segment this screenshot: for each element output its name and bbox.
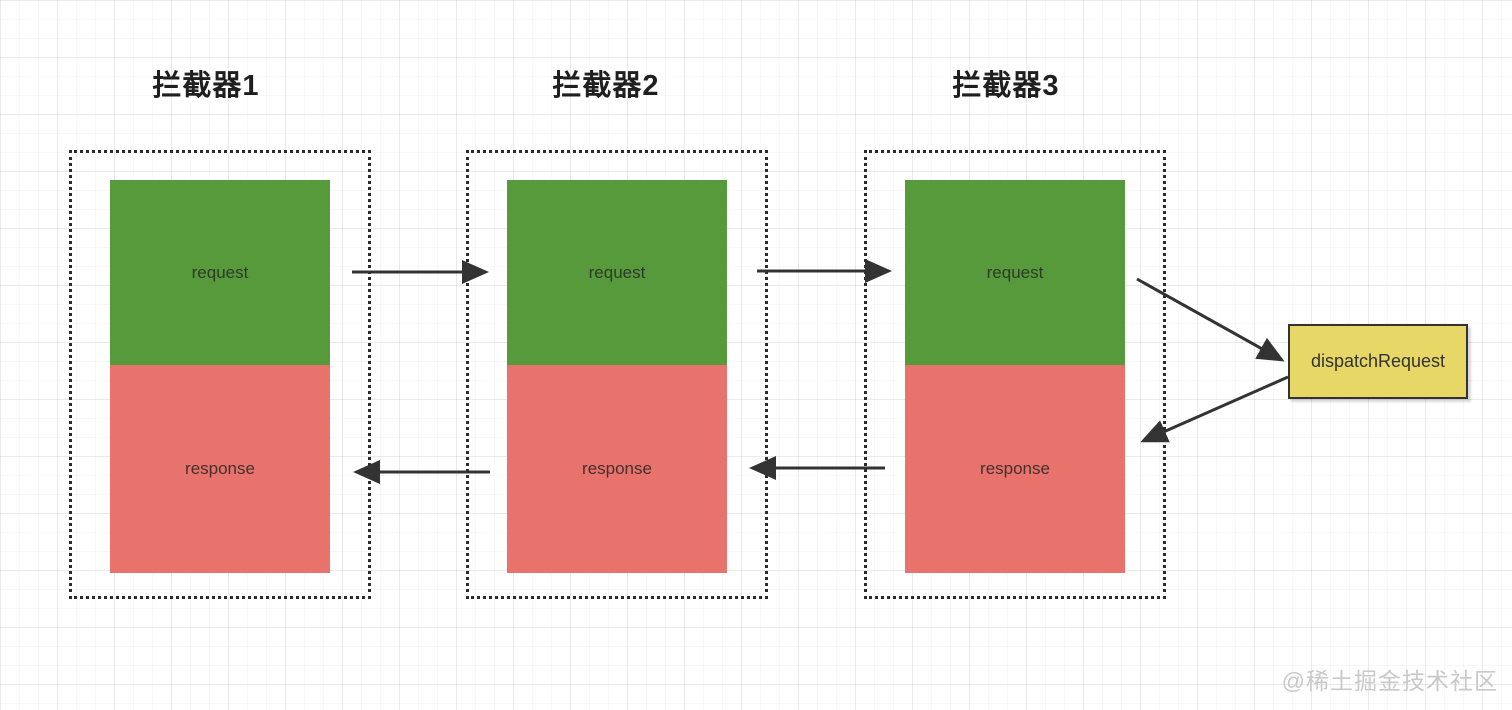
interceptor-1-response-block: response [110,365,330,573]
interceptor-1-request-block: request [110,180,330,365]
watermark: @稀土掘金技术社区 [1281,668,1498,694]
interceptor-3-response-block: response [905,365,1125,573]
interceptor-3-response-label: response [980,459,1050,478]
interceptor-2-title: 拦截器2 [552,70,660,102]
interceptor-3-request-label: request [986,262,1044,282]
interceptor-2-request-block: request [507,180,727,365]
interceptor-3-request-block: request [905,180,1125,365]
interceptor-1-box: request response [69,150,371,599]
interceptor-2-box: request response [466,150,768,599]
interceptor-3-title: 拦截器3 [952,70,1060,102]
dispatch-request-box: dispatchRequest [1288,324,1468,399]
dispatch-request-label: dispatchRequest [1310,351,1446,371]
interceptor-1-title: 拦截器1 [152,70,260,102]
interceptor-1-response-label: response [185,459,255,478]
interceptor-1-request-label: request [191,262,249,282]
interceptor-3-box: request response [864,150,1166,599]
interceptor-2-request-label: request [588,262,646,282]
interceptor-2-response-label: response [582,459,652,478]
interceptor-2-response-block: response [507,365,727,573]
